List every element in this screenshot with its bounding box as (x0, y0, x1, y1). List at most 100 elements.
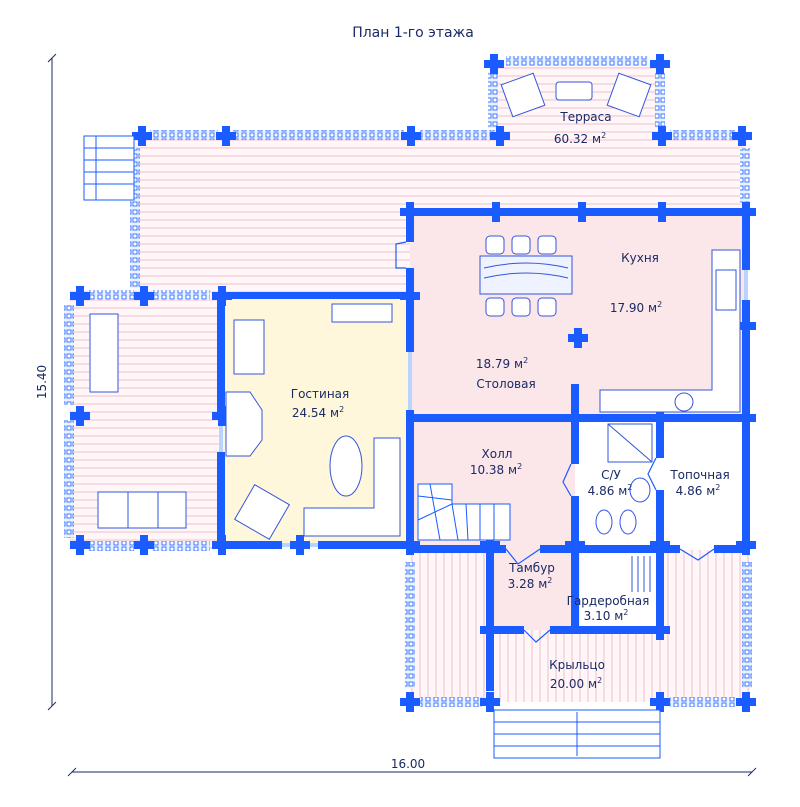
wall (490, 626, 524, 634)
log-column (565, 535, 585, 555)
log-column (480, 692, 500, 712)
railing (152, 290, 210, 300)
log-column (736, 535, 756, 555)
exterior-stair (83, 135, 135, 201)
window (744, 270, 748, 300)
wall (217, 292, 225, 412)
deck-sofa (89, 313, 119, 393)
width-dimension: 16.00 (391, 757, 425, 771)
log-column (650, 54, 670, 74)
log-column (216, 126, 236, 146)
wall (406, 212, 414, 242)
log-column (484, 54, 504, 74)
room-area-porch: 20.00 м2 (550, 676, 602, 691)
railing (670, 130, 736, 140)
dining-chair (537, 297, 557, 317)
room-area-wc: 4.86 м2 (588, 483, 633, 498)
log-column (650, 408, 670, 428)
dining-chair (485, 235, 505, 255)
log-column (650, 692, 670, 712)
columns (70, 54, 756, 712)
corner-sofa (303, 437, 401, 537)
wall (656, 418, 664, 458)
railing (488, 72, 498, 128)
railing (655, 72, 665, 128)
terrace-chair (606, 72, 652, 118)
room-name-vestibule: Тамбур (508, 561, 555, 575)
log-column (401, 126, 421, 146)
log-column (736, 316, 756, 336)
dining-chair (511, 235, 531, 255)
log-column (70, 286, 90, 306)
terrace-chair (500, 72, 546, 118)
wall (318, 541, 418, 549)
railing (88, 290, 134, 300)
log-column (132, 126, 152, 146)
deck-bench (97, 491, 187, 529)
doors (395, 241, 715, 643)
log-column (568, 328, 588, 348)
railing (506, 56, 648, 66)
wall (406, 410, 414, 550)
log-column (134, 286, 154, 306)
railing (130, 148, 140, 288)
furniture (89, 72, 741, 592)
room-area-terrace: 60.32 м2 (554, 131, 606, 146)
log-column (565, 408, 585, 428)
wall (550, 626, 664, 634)
door (679, 548, 715, 561)
room-area-wardrobe: 3.10 м2 (584, 608, 629, 623)
log-column (652, 126, 672, 146)
wardrobe-rail (631, 556, 651, 592)
railing (88, 541, 134, 551)
room-name-terrace: Терраса (559, 110, 611, 124)
log-column (480, 535, 500, 555)
window (219, 412, 223, 452)
vestibule-floor (490, 550, 580, 630)
railing (740, 148, 750, 204)
room-area-kitchen: 17.90 м2 (610, 300, 662, 315)
wall (406, 268, 414, 352)
room-area-dining: 18.79 м2 (476, 356, 528, 371)
railing (742, 562, 752, 688)
window (408, 352, 412, 410)
log-column (134, 535, 154, 555)
log-column (400, 202, 420, 222)
log-column (480, 620, 500, 640)
bidet (619, 509, 637, 535)
wall (540, 545, 680, 553)
log-column (212, 406, 232, 426)
railing (420, 697, 482, 707)
log-column (736, 408, 756, 428)
door (523, 629, 551, 643)
wall (222, 541, 282, 549)
room-name-wc: С/У (601, 468, 621, 482)
room-area-hall: 10.38 м2 (470, 462, 522, 477)
room-name-wardrobe: Гардеробная (567, 594, 650, 608)
wall (571, 496, 579, 632)
toilet (595, 509, 613, 535)
log-column (572, 202, 592, 222)
log-column (490, 126, 510, 146)
kitchen-dining-floor (410, 212, 746, 418)
sink (629, 477, 651, 503)
log-column (732, 126, 752, 146)
room-name-kitchen: Кухня (621, 251, 659, 265)
wall (410, 545, 506, 553)
door (395, 241, 407, 269)
dining-chair (485, 297, 505, 317)
room-name-hall: Холл (482, 447, 513, 461)
log-column (400, 692, 420, 712)
railing (670, 697, 736, 707)
wall (656, 490, 664, 632)
log-column (736, 202, 756, 222)
kitchen-counter (599, 249, 741, 413)
dining-chair (537, 235, 557, 255)
railing (64, 420, 74, 538)
wardrobe-floor (580, 550, 660, 630)
dining-chair (511, 297, 531, 317)
railing (64, 305, 74, 405)
railing (232, 130, 404, 140)
